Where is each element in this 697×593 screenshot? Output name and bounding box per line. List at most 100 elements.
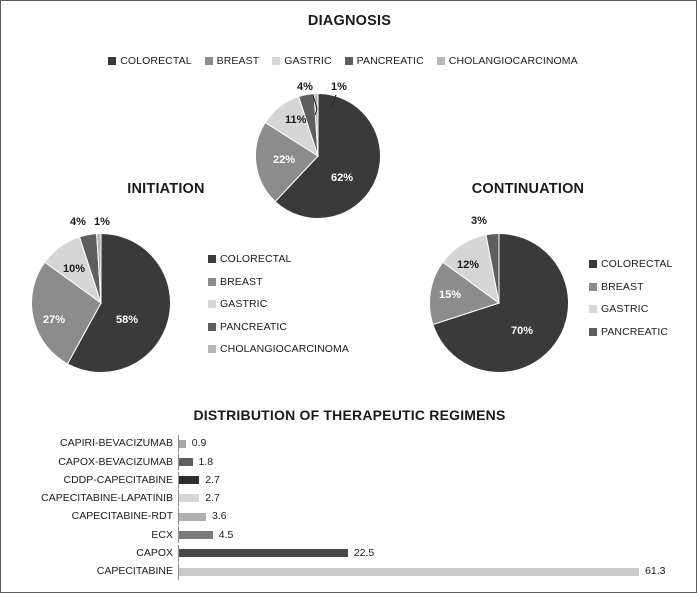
bar-value-label: 22.5 [353, 547, 375, 560]
initiation-legend-label: BREAST [220, 275, 263, 288]
initiation-legend-item: BREAST [208, 275, 349, 288]
diagnosis-slice-label-gastric: 11% [285, 114, 307, 126]
bar-track: 2.7 [179, 490, 674, 507]
diagnosis-legend-item: PANCREATIC [344, 55, 424, 67]
diagnosis-legend-item: GASTRIC [272, 55, 332, 67]
legend-swatch-icon [108, 57, 117, 66]
bar-track: 3.6 [179, 508, 674, 525]
bar-category-label: CAPOX-BEVACIZUMAB [58, 455, 173, 468]
bar [179, 549, 348, 558]
initiation-title: INITIATION [127, 181, 205, 197]
initiation-legend-item: PANCREATIC [208, 320, 349, 333]
bar-value-label: 3.6 [212, 510, 227, 523]
bar-category-label: CAPECITABINE [96, 565, 173, 578]
diagnosis-slice-label-pancreatic: 4% [297, 81, 313, 93]
bar-category-label: CAPIRI-BEVACIZUMAB [60, 437, 173, 450]
continuation-slice-label-breast: 15% [439, 289, 462, 301]
bar-category-label: CAPECITABINE-LAPATINIB [41, 492, 173, 505]
legend-swatch-icon [589, 327, 597, 336]
regimens-title: DISTRIBUTION OF THERAPEUTIC REGIMENS [193, 407, 506, 423]
diagnosis-pie [255, 93, 381, 219]
diagnosis-legend-label: GASTRIC [284, 55, 332, 67]
bar-axis-line [178, 526, 179, 544]
initiation-legend-label: GASTRIC [220, 298, 268, 310]
legend-swatch-icon [589, 260, 597, 269]
continuation-legend-label: GASTRIC [601, 303, 649, 315]
bar-row: CAPIRI-BEVACIZUMAB 0.9 [29, 435, 674, 452]
initiation-legend-item: COLORECTAL [208, 254, 349, 265]
legend-swatch-icon [589, 282, 597, 291]
diagnosis-legend-item: CHOLANGIOCARCINOMA [436, 55, 578, 67]
bar-row: CAPECITABINE-RDT 3.6 [29, 508, 674, 526]
pie-slice [96, 233, 102, 304]
initiation-pie-wrap: 58% 27% 10% [31, 233, 171, 373]
bar-category-label: CAPECITABINE-RDT [71, 510, 173, 523]
bar-category-label: CAPOX [136, 547, 173, 560]
diagnosis-title: DIAGNOSIS [307, 13, 392, 29]
initiation-legend-label: PANCREATIC [220, 320, 288, 333]
diagnosis-leader-lines [312, 94, 337, 116]
bar-value-label: 2.7 [205, 473, 220, 486]
diagnosis-pie-wrap: 62% 22% 11% [255, 93, 381, 219]
legend-swatch-icon [589, 305, 597, 314]
legend-swatch-icon [208, 277, 216, 286]
legend-swatch-icon [208, 322, 216, 331]
legend-swatch-icon [272, 57, 281, 66]
bar [179, 567, 639, 576]
bar-track: 61.3 [179, 563, 674, 580]
continuation-pie-wrap: 70% 15% 12% [429, 233, 569, 373]
legend-swatch-icon [204, 57, 213, 66]
continuation-title: CONTINUATION [471, 181, 585, 197]
bar-value-label: 61.3 [645, 565, 666, 578]
continuation-legend-item: COLORECTAL [589, 259, 672, 270]
legend-swatch-icon [344, 57, 353, 66]
continuation-slice-label-colorectal: 70% [511, 325, 534, 337]
continuation-pie [429, 233, 569, 373]
bar-track: 22.5 [179, 545, 674, 562]
bar-track: 2.7 [179, 472, 674, 489]
diagnosis-slice-label-colorectal: 62% [331, 172, 354, 184]
bar-axis-line [178, 489, 179, 507]
bar-axis-line [178, 508, 179, 526]
pie-slice [429, 261, 501, 326]
bar-row: CAPOX 22.5 [29, 544, 674, 562]
bar [179, 476, 200, 485]
bar-track: 4.5 [179, 526, 674, 543]
pie-slice [432, 233, 569, 373]
bar-value-label: 1.8 [198, 455, 214, 468]
initiation-slice-label-breast: 27% [43, 314, 66, 326]
bar-axis-line [178, 544, 179, 562]
diagnosis-legend-label: PANCREATIC [356, 55, 424, 67]
legend-swatch-icon [208, 300, 216, 309]
diagnosis-legend-label: CHOLANGIOCARCINOMA [448, 55, 578, 67]
initiation-slice-label-gastric: 10% [63, 263, 86, 275]
initiation-slice-label-cholangiocarcinoma: 1% [94, 216, 110, 228]
bar-row: CAPECITABINE-LAPATINIB 2.7 [29, 489, 674, 507]
bar-category-label: CDDP-CAPECITABINE [63, 473, 174, 486]
diagnosis-legend-label: COLORECTAL [120, 55, 192, 67]
bar-row: CDDP-CAPECITABINE 2.7 [29, 471, 674, 489]
initiation-legend-item: GASTRIC [208, 299, 349, 310]
diagnosis-legend-label: BREAST [216, 55, 260, 67]
continuation-legend-item: GASTRIC [589, 304, 672, 315]
bar-value-label: 0.9 [191, 437, 207, 450]
continuation-slice-label-gastric: 12% [457, 259, 480, 271]
continuation-legend: COLORECTAL BREAST GASTRIC PANCREATIC [589, 259, 672, 349]
bar-value-label: 4.5 [218, 528, 234, 541]
initiation-legend-label: COLORECTAL [220, 253, 292, 265]
diagnosis-legend-item: COLORECTAL [108, 55, 192, 67]
diagnosis-slice-label-cholangiocarcinoma: 1% [331, 81, 347, 93]
diagnosis-slice-label-breast: 22% [273, 154, 296, 166]
initiation-slice-label-colorectal: 58% [116, 314, 139, 326]
bar-axis-line [178, 471, 179, 489]
continuation-legend-label: BREAST [601, 280, 644, 293]
bar-track: 1.8 [179, 453, 674, 470]
pie-slice [255, 121, 319, 203]
bar-row: CAPECITABINE 61.3 [29, 563, 674, 581]
continuation-legend-item: PANCREATIC [589, 326, 672, 338]
pie-slice [31, 261, 102, 365]
initiation-slice-label-pancreatic: 4% [70, 216, 86, 228]
pie-slice [485, 233, 500, 304]
